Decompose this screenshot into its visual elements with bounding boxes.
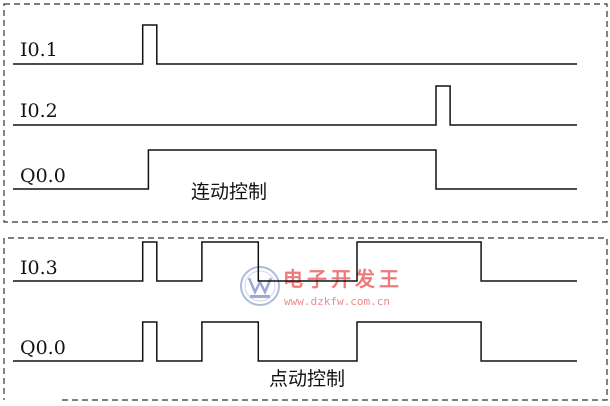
signal-label-i0-3: I0.3 <box>20 257 58 279</box>
watermark-title: 电子开发王 <box>283 267 403 291</box>
signal-label-i0-1: I0.1 <box>20 39 58 61</box>
signal-label-i0-2: I0.2 <box>20 100 58 122</box>
continuous-control-frame <box>3 3 608 223</box>
watermark-logo <box>240 266 280 306</box>
jog-control-frame <box>3 237 608 401</box>
waveform-i0-2 <box>13 85 577 126</box>
waveform-q0-0 <box>13 149 577 190</box>
waveform-i0-1 <box>13 24 577 65</box>
watermark-url: www.dzkfw.com.cn <box>284 295 390 308</box>
caption-continuous-control: 连动控制 <box>191 181 267 203</box>
waveform-q0-0-jog <box>13 321 577 362</box>
signal-label-q0-0-jog: Q0.0 <box>20 337 66 359</box>
waveform-i0-3 <box>13 241 577 282</box>
signal-label-q0-0: Q0.0 <box>20 165 66 187</box>
caption-jog-control: 点动控制 <box>269 368 345 390</box>
